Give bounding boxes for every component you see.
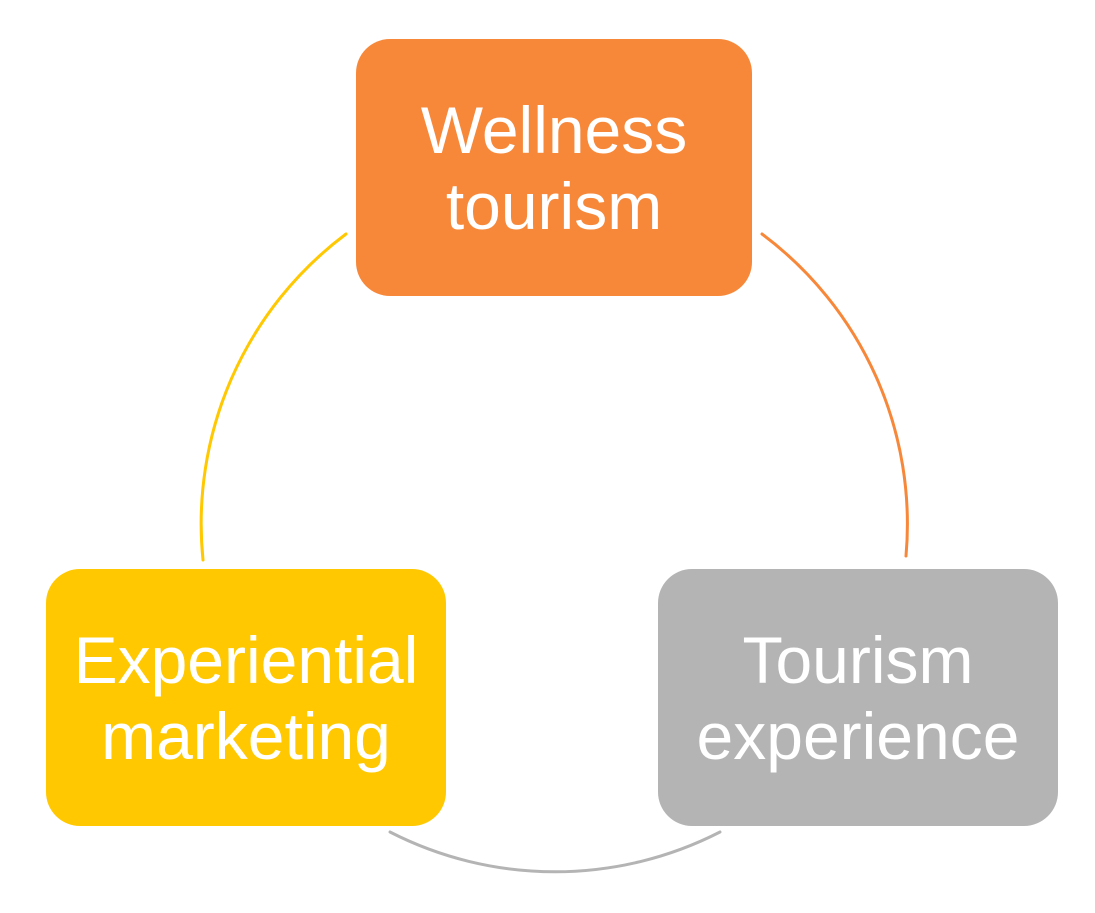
cycle-arc-experience-to-experiential [388, 830, 722, 874]
node-experiential-marketing-line-1: Experiential [73, 622, 419, 697]
node-wellness-tourism: Wellness tourism [356, 39, 752, 296]
node-tourism-experience-line-2: experience [696, 698, 1020, 773]
node-experiential-marketing: Experiential marketing [46, 569, 446, 826]
node-tourism-experience-line-1: Tourism [742, 622, 974, 697]
node-tourism-experience: Tourism experience [658, 569, 1058, 826]
cycle-arc-experiential-to-wellness [199, 232, 348, 562]
node-experiential-marketing-line-2: marketing [101, 698, 391, 773]
node-wellness-tourism-line-2: tourism [445, 168, 663, 243]
cycle-arc-wellness-to-experience [760, 232, 909, 558]
node-wellness-tourism-line-1: Wellness [420, 92, 688, 167]
